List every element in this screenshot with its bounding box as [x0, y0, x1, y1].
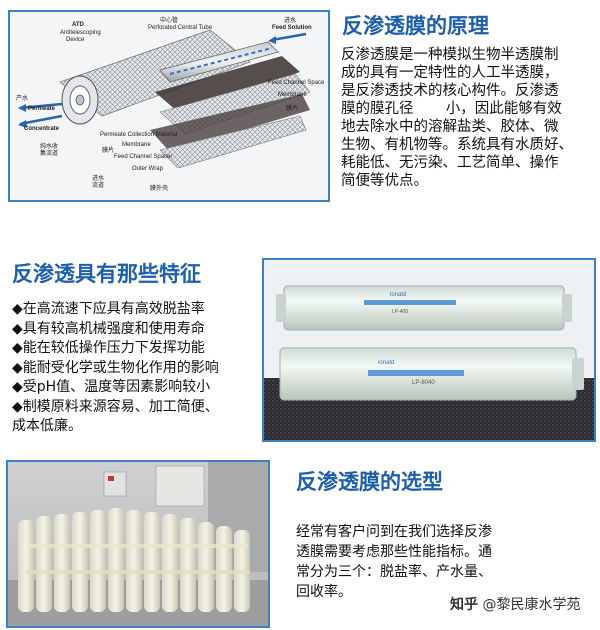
- membrane-stack: [18, 508, 250, 612]
- label-center-en: Perforated Central Tube: [148, 25, 213, 31]
- label-product-cn: 产水: [16, 94, 28, 102]
- feature-item: ◆具有较高机械强度和使用寿命: [12, 320, 205, 337]
- label-spacer: Feed Channel Spacer: [114, 154, 172, 160]
- selection-line: 透膜需要考虑那些性能指标。通: [296, 544, 492, 560]
- features-list: ◆在高流速下应具有高效脱盐率 ◆具有较高机械强度和使用寿命 ◆能在较低操作压力下…: [12, 300, 270, 437]
- label-anti: Antitelescoping: [60, 30, 101, 36]
- membrane-layer-2: [150, 94, 310, 152]
- label-atd: ATD: [72, 22, 85, 28]
- zhihu-watermark: 知乎 @黎民康水学苑: [450, 594, 580, 614]
- label-permeate: Permeate: [28, 106, 56, 112]
- label-device: Device: [66, 37, 85, 43]
- principle-line: 膜的膜孔径 小，因此能够有效: [341, 101, 562, 117]
- label-feed-en: Feed Solution: [272, 25, 312, 31]
- principle-line: 简便等优点。: [341, 173, 428, 189]
- label-pure-2: 集流道: [40, 149, 58, 157]
- element-model-upper: LP-400: [392, 309, 408, 315]
- membrane-element-photo: ionatd LP-400 ionatd LP-8040: [262, 258, 596, 442]
- principle-line: 反渗透膜是一种模拟生物半透膜制: [341, 47, 559, 63]
- label-mem-cn: 膜片: [102, 146, 114, 154]
- label-feed-space: Feed Channel Space: [268, 80, 325, 86]
- principle-line: 耗能低、无污染、工艺简单、操作: [341, 155, 559, 171]
- label-feed-cn: 进水: [284, 16, 296, 24]
- feature-item: 成本低廉。: [12, 418, 82, 434]
- selection-line: 回收率。: [296, 584, 352, 600]
- feature-item: ◆制模原料来源容易、加工简便、: [12, 398, 219, 415]
- label-concentrate: Concentrate: [24, 126, 60, 132]
- principle-line: 是反渗透技术的核心构件。反渗透: [341, 83, 559, 99]
- label-membrane2: Membrane: [122, 142, 151, 148]
- selection-line: 经常有客户问到在我们选择反渗: [296, 524, 492, 540]
- watermark-handle: @黎民康水学苑: [482, 597, 581, 613]
- feature-item: ◆在高流速下应具有高效脱盐率: [12, 301, 205, 317]
- label-water-cn2: 流道: [92, 181, 104, 189]
- label-membrane-cn: 膜片: [286, 104, 298, 112]
- principle-line: 地去除水中的溶解盐类、胶体、微: [341, 119, 559, 135]
- element-brand-upper: ionatd: [390, 292, 406, 298]
- label-collection: Permeate Collection Material: [100, 132, 177, 138]
- feature-item: ◆能在较低操作压力下发挥功能: [12, 340, 205, 356]
- feature-item: ◆受pH值、温度等因素影响较小: [12, 379, 211, 395]
- label-pure-1: 纯水收: [40, 142, 58, 150]
- membrane-structure-diagram: ATD Antitelescoping Device 中心管 Perforate…: [8, 10, 330, 202]
- label-outer: Outer Wrap: [132, 166, 164, 172]
- stock-photo-svg: [8, 462, 268, 626]
- element-model-lower: LP-8040: [412, 380, 435, 386]
- outer-wrap-layer: [159, 115, 307, 169]
- selection-title: 反渗透膜的选型: [296, 470, 443, 494]
- label-water-cn1: 进水: [92, 174, 104, 182]
- wall-panel: [103, 471, 127, 497]
- principle-paragraph: 反渗透膜是一种模拟生物半透膜制 成的具有一定特性的人工半透膜， 是反渗透技术的核…: [341, 46, 599, 190]
- principle-line: 成的具有一定特性的人工半透膜，: [341, 65, 559, 81]
- selection-paragraph: 经常有客户问到在我们选择反渗 透膜需要考虑那些性能指标。通 常分为三个：脱盐率、…: [296, 522, 594, 602]
- membrane-photo-svg: ionatd LP-400 ionatd LP-8040: [264, 260, 594, 440]
- element-brand-lower: ionatd: [378, 360, 394, 366]
- membrane-stock-photo: [6, 460, 270, 628]
- principle-line: 生物、有机物等。系统具有水质好、: [341, 137, 573, 153]
- label-center-cn: 中心管: [160, 16, 178, 24]
- label-shell-cn: 膜外壳: [150, 184, 168, 192]
- membrane-diagram-svg: ATD Antitelescoping Device 中心管 Perforate…: [16, 16, 325, 192]
- feature-item: ◆能耐受化学或生物化作用的影响: [12, 359, 219, 376]
- label-membrane: Membrane: [278, 92, 307, 98]
- selection-line: 常分为三个：脱盐率、产水量、: [296, 564, 492, 580]
- features-title: 反渗透具有那些特征: [12, 262, 201, 286]
- zhihu-logo: 知乎: [450, 597, 478, 613]
- principle-title: 反渗透膜的原理: [342, 14, 489, 38]
- control-cabinet: [155, 465, 205, 507]
- membrane-layer-dark: [155, 56, 300, 112]
- membrane-element-upper: [283, 285, 565, 331]
